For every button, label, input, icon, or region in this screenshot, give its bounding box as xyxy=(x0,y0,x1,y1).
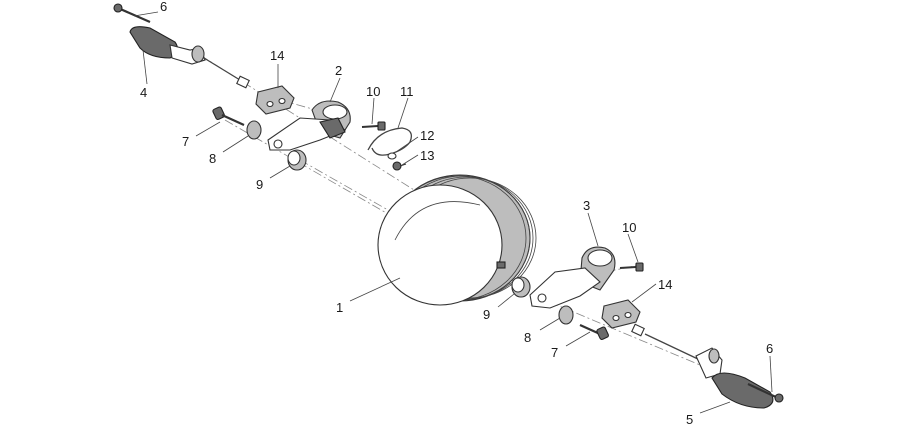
callout-12: 12 xyxy=(420,128,434,143)
left-screw-10 xyxy=(361,121,386,131)
left-indicator-wire xyxy=(203,57,241,81)
callout-7-right: 7 xyxy=(551,345,558,360)
callout-14-left: 14 xyxy=(270,48,284,63)
callout-8-right: 8 xyxy=(524,330,531,345)
right-indicator-assembly xyxy=(631,323,784,409)
left-indicator-lens xyxy=(129,26,179,59)
right-spacer-9 xyxy=(511,276,531,298)
right-washer-8 xyxy=(558,305,574,325)
right-indicator-lens xyxy=(711,372,774,409)
left-indicator-assembly xyxy=(113,3,250,89)
right-screw-7 xyxy=(579,323,609,341)
callout-9-right: 9 xyxy=(483,307,490,322)
callout-labels: 6 4 14 2 10 11 12 13 7 8 9 1 3 10 14 9 8… xyxy=(140,0,773,427)
callout-6-right: 6 xyxy=(766,341,773,356)
callout-9-left: 9 xyxy=(256,177,263,192)
callout-5: 5 xyxy=(686,412,693,427)
headlamp-lens-highlight xyxy=(394,201,481,241)
callout-11: 11 xyxy=(400,84,414,99)
callout-14-right: 14 xyxy=(658,277,672,292)
callout-10-right: 10 xyxy=(622,220,636,235)
callout-1: 1 xyxy=(336,300,343,315)
callout-8-left: 8 xyxy=(209,151,216,166)
callout-3: 3 xyxy=(583,198,590,213)
callout-2: 2 xyxy=(335,63,342,78)
right-bolt-head xyxy=(774,393,784,403)
left-bolt-head xyxy=(113,3,123,13)
right-indicator-wire xyxy=(644,333,701,361)
callout-7-left: 7 xyxy=(182,134,189,149)
callout-4: 4 xyxy=(140,85,147,100)
headlamp-mount-tab xyxy=(496,261,506,269)
right-connector xyxy=(631,323,645,337)
headlamp-assembly xyxy=(377,174,537,306)
left-connector xyxy=(236,75,250,89)
left-bracket xyxy=(267,100,351,151)
right-bracket xyxy=(529,246,616,309)
left-screw-7 xyxy=(212,106,245,127)
leader-lines xyxy=(133,11,773,414)
screw-13 xyxy=(392,161,407,171)
left-wire-clip xyxy=(255,85,295,115)
spring-clip-11 xyxy=(367,127,413,156)
callout-10-left: 10 xyxy=(366,84,380,99)
right-wire-clip xyxy=(601,299,641,329)
washer-12 xyxy=(387,152,397,160)
callout-6-left: 6 xyxy=(160,0,167,14)
right-screw-10 xyxy=(619,262,644,272)
left-spacer-9 xyxy=(287,149,307,171)
headlamp-lens xyxy=(377,184,503,306)
callout-13: 13 xyxy=(420,148,434,163)
left-washer-8 xyxy=(246,120,262,140)
